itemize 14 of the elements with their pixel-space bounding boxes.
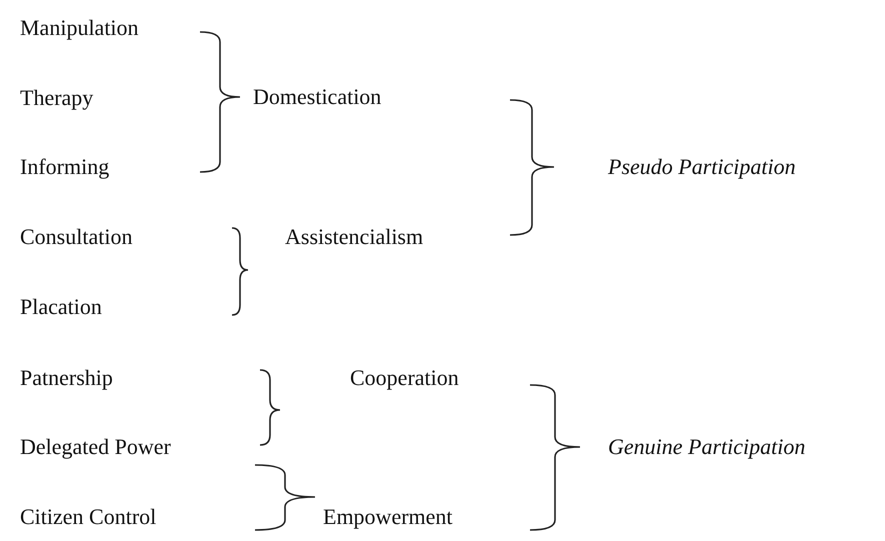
term-label: Assistencialism [285,224,424,250]
term-label: Cooperation [350,365,459,391]
term-label: Empowerment [323,504,453,530]
category-label: Genuine Participation [608,434,806,460]
term-label: Informing [20,154,110,180]
term-label: Placation [20,294,102,320]
term-label: Manipulation [20,15,139,41]
term-label: Citizen Control [20,504,156,530]
term-label: Consultation [20,224,132,250]
category-label: Pseudo Participation [608,154,796,180]
term-label: Therapy [20,85,94,111]
term-label: Delegated Power [20,434,171,460]
term-label: Domestication [253,84,382,110]
term-label: Patnership [20,365,113,391]
